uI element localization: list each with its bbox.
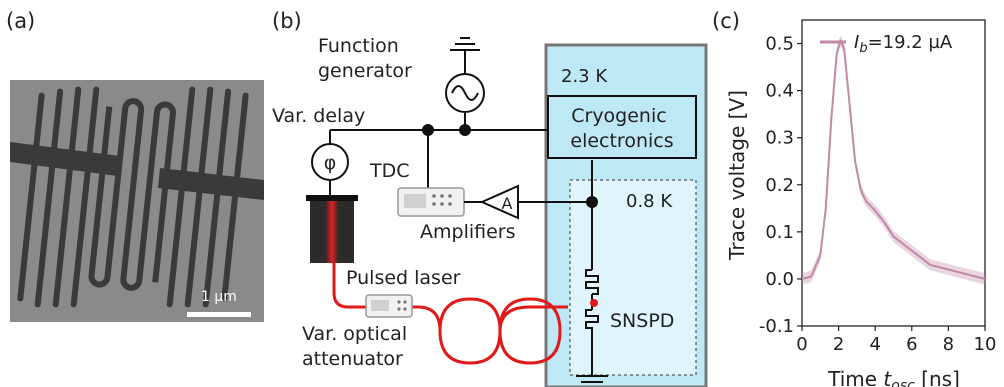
snspd-symbol xyxy=(585,309,599,332)
attenuator-label: Var. optical attenuator xyxy=(302,323,413,370)
y-axis-label: Trace voltage [V] xyxy=(725,90,749,261)
amplifier-symbol: A xyxy=(502,194,513,213)
legend-label: Ib=19.2 µA xyxy=(854,32,953,56)
var-delay-label: Var. delay xyxy=(272,105,365,127)
tdc-instrument-icon xyxy=(397,187,465,217)
temp-inner-label: 0.8 K xyxy=(626,191,673,212)
x-tick-label: 10 xyxy=(974,334,997,355)
fiber-end-dot xyxy=(590,299,598,307)
ground-icon xyxy=(450,37,480,51)
series-line xyxy=(801,38,986,280)
x-tick-label: 8 xyxy=(943,334,954,355)
sem-image: 1 µm xyxy=(10,80,264,322)
y-tick-label: 0.4 xyxy=(765,81,794,102)
ground-icon xyxy=(576,375,608,383)
tdc-label: TDC xyxy=(369,160,410,182)
scale-bar xyxy=(187,312,251,317)
attenuator-instrument-icon xyxy=(365,294,413,318)
circuit-wires xyxy=(329,50,593,376)
x-tick-label: 2 xyxy=(833,334,844,355)
cryogenic-electronics-box xyxy=(547,95,697,159)
x-tick-label: 6 xyxy=(906,334,917,355)
pulsed-laser-label: Pulsed laser xyxy=(346,267,461,289)
amplifiers-label: Amplifiers xyxy=(420,221,516,243)
x-tick-label: 4 xyxy=(869,334,880,355)
snspd-label: SNSPD xyxy=(610,310,674,332)
temp-outer-label: 2.3 K xyxy=(561,66,608,87)
scale-bar-label: 1 µm xyxy=(201,289,237,305)
plot-frame xyxy=(801,19,986,327)
y-tick-label: 0.2 xyxy=(765,175,794,196)
x-axis-label: Time tosc [ns] xyxy=(827,367,960,387)
sine-wave-icon xyxy=(451,85,479,101)
y-tick-label: -0.1 xyxy=(759,316,794,337)
junction-dot xyxy=(422,124,434,136)
laser-cap xyxy=(306,195,358,201)
y-tick-label: 0.0 xyxy=(765,269,794,290)
panel-label-b: (b) xyxy=(272,9,302,33)
snspd-symbol xyxy=(585,269,599,295)
function-generator-label: Function generator xyxy=(318,35,412,82)
panel-label-a: (a) xyxy=(6,9,35,33)
pulsed-laser-icon xyxy=(310,201,354,263)
x-tick-label: 0 xyxy=(796,334,807,355)
junction-dot xyxy=(459,124,471,136)
trace-voltage-chart: 0 2 4 6 8 10 -0.1 0.0 0.1 0.2 0.3 0.4 0.5 Ib=19.2 µA xyxy=(759,19,997,355)
y-tick-label: 0.5 xyxy=(765,34,794,55)
amplifier-icon xyxy=(479,184,519,220)
phase-symbol: φ xyxy=(324,152,337,174)
cryogenic-electronics-label: Cryogenic electronics xyxy=(570,105,673,152)
junction-dot xyxy=(586,196,598,208)
panel-label-c: (c) xyxy=(712,9,740,33)
optical-fiber xyxy=(332,263,568,365)
y-tick-label: 0.3 xyxy=(765,128,794,149)
y-tick-label: 0.1 xyxy=(765,222,794,243)
